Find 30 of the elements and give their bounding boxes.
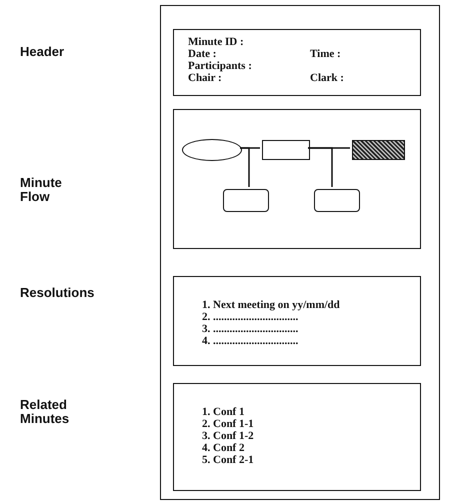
- list-item: 2. Conf 1-1: [202, 418, 254, 430]
- list-item: 4. Conf 2: [202, 442, 244, 454]
- flow-ellipse: [182, 139, 242, 161]
- section-box: [173, 383, 421, 491]
- section-label: Header: [20, 45, 66, 59]
- form-field-label: Minute ID :: [188, 36, 244, 48]
- section-label: Minute Flow: [20, 176, 63, 204]
- form-field-label: Chair :: [188, 72, 222, 84]
- list-item: 3. Conf 1-2: [202, 430, 254, 442]
- section-label: Related Minutes: [20, 398, 70, 426]
- hatched-box: [352, 140, 405, 160]
- flow-box: [223, 189, 269, 212]
- list-item: 2. ...............................: [202, 311, 298, 323]
- form-field-label: Time :: [310, 48, 341, 60]
- list-item: 5. Conf 2-1: [202, 454, 254, 466]
- list-item: 3. ...............................: [202, 323, 298, 335]
- connector-line: [240, 147, 250, 187]
- flow-box: [262, 140, 310, 160]
- section-box: [173, 276, 421, 366]
- list-item: 1. Next meeting on yy/mm/dd: [202, 299, 340, 311]
- connector-line: [308, 147, 333, 187]
- form-field-label: Participants :: [188, 60, 252, 72]
- section-box: [173, 109, 421, 249]
- form-field-label: Date :: [188, 48, 216, 60]
- form-field-label: Clark :: [310, 72, 344, 84]
- list-item: 1. Conf 1: [202, 406, 244, 418]
- flow-box: [314, 189, 360, 212]
- section-box: [173, 29, 421, 96]
- page-frame: [160, 5, 440, 500]
- list-item: 4. ...............................: [202, 335, 298, 347]
